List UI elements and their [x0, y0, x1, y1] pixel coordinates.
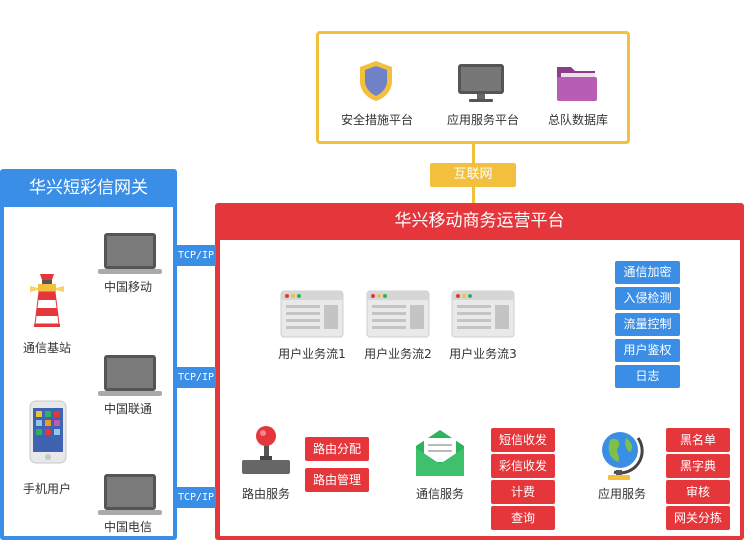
application-service-label: 应用服务	[597, 487, 646, 501]
communication-service-label: 通信服务	[415, 487, 464, 501]
connector-line	[472, 187, 475, 203]
tcp-ip-connector: TCP/IP	[176, 367, 216, 388]
gateway-sorting-item: 网关分拣	[666, 506, 730, 530]
mobile-user-label: 手机用户	[22, 482, 71, 496]
app-service-platform-label: 应用服务平台	[446, 113, 519, 127]
black-dictionary-item: 黑字典	[666, 454, 730, 478]
tcp-ip-connector: TCP/IP	[176, 487, 216, 508]
smartphone-icon	[29, 400, 67, 464]
review-item: 审核	[666, 480, 730, 504]
intrusion-detection-item: 入侵检测	[615, 287, 680, 310]
tcp-ip-connector: TCP/IP	[176, 245, 216, 266]
log-item: 日志	[615, 365, 680, 388]
sms-item: 短信收发	[491, 428, 555, 452]
envelope-icon	[416, 430, 464, 476]
shield-icon	[360, 61, 392, 101]
internet-badge: 互联网	[430, 163, 516, 187]
flow-label: 用户业务流1	[278, 347, 346, 361]
lighthouse-icon	[30, 274, 64, 327]
gateway-title: 华兴短彩信网关	[29, 178, 148, 198]
encryption-item: 通信加密	[615, 261, 680, 284]
operator-label: 中国移动	[103, 280, 152, 294]
mms-item: 彩信收发	[491, 454, 555, 478]
laptop-icon	[98, 233, 162, 274]
route-allocation-item: 路由分配	[305, 437, 369, 461]
base-station-label: 通信基站	[22, 341, 71, 355]
globe-icon	[602, 432, 644, 480]
connector-line	[472, 144, 475, 163]
browser-window-icon	[451, 290, 515, 338]
flow-label: 用户业务流2	[364, 347, 432, 361]
traffic-control-item: 流量控制	[615, 313, 680, 336]
platform-title: 华兴移动商务运营平台	[394, 211, 565, 231]
route-management-item: 路由管理	[305, 468, 369, 492]
security-platform-label: 安全措施平台	[340, 113, 413, 127]
operator-label: 中国联通	[103, 402, 152, 416]
query-item: 查询	[491, 506, 555, 530]
laptop-icon	[98, 474, 162, 515]
billing-item: 计费	[491, 480, 555, 504]
blacklist-item: 黑名单	[666, 428, 730, 452]
routing-service-label: 路由服务	[241, 487, 290, 501]
database-label: 总队数据库	[547, 113, 608, 127]
user-auth-item: 用户鉴权	[615, 339, 680, 362]
operator-label: 中国电信	[103, 520, 152, 534]
folder-icon	[557, 67, 597, 101]
browser-window-icon	[366, 290, 430, 338]
monitor-icon	[458, 64, 504, 102]
laptop-icon	[98, 355, 162, 396]
joystick-icon	[242, 426, 290, 474]
flow-label: 用户业务流3	[449, 347, 517, 361]
browser-window-icon	[280, 290, 344, 338]
